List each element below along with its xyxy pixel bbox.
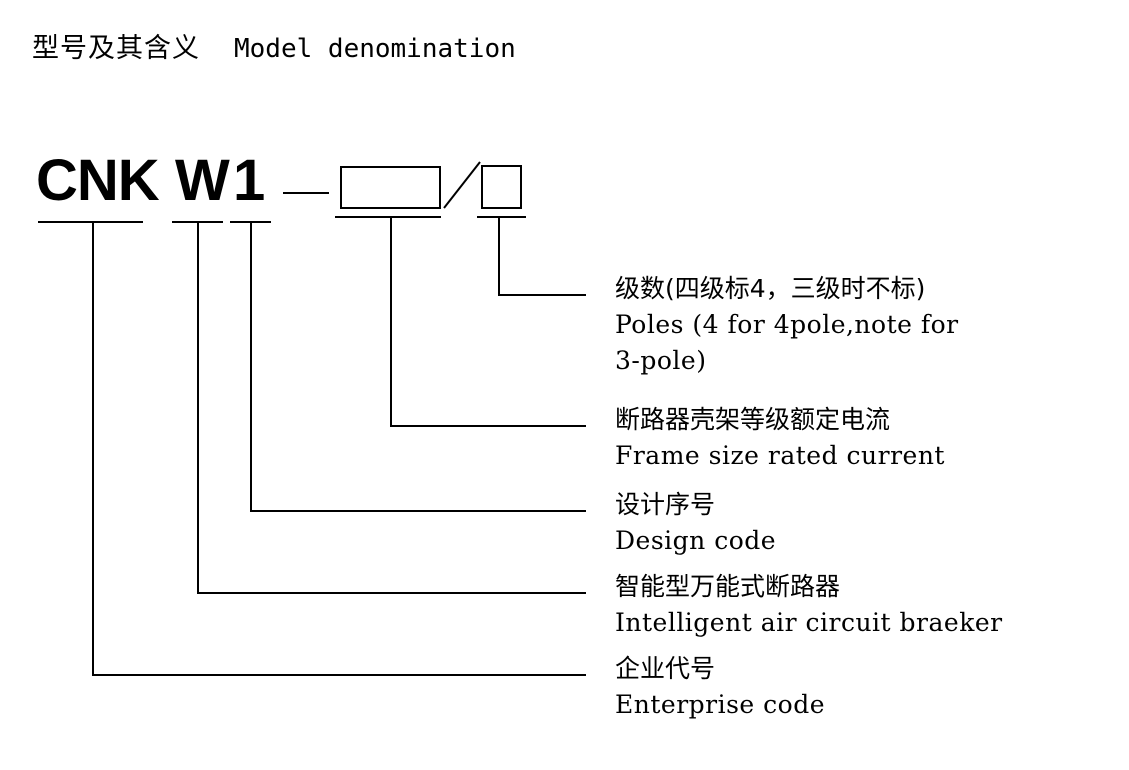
leader-horizontal-breaker-type bbox=[197, 592, 586, 594]
callout-breaker-type: 智能型万能式断路器 Intelligent air circuit braeke… bbox=[615, 569, 1003, 641]
callout-poles: 级数(四级标4，三级时不标) Poles (4 for 4pole,note f… bbox=[615, 271, 959, 379]
underline-enterprise bbox=[38, 221, 143, 223]
callout-poles-english-line-2: 3-pole) bbox=[615, 346, 707, 375]
frame-size-placeholder-box bbox=[340, 166, 441, 209]
leader-horizontal-design-code bbox=[250, 510, 586, 512]
slash-separator-icon bbox=[443, 161, 481, 209]
callout-frame-size-chinese: 断路器壳架等级额定电流 bbox=[615, 405, 891, 434]
callout-breaker-type-english: Intelligent air circuit braeker bbox=[615, 608, 1003, 637]
callout-enterprise-code: 企业代号 Enterprise code bbox=[615, 651, 825, 723]
underline-frame-size bbox=[335, 216, 441, 218]
leader-vertical-frame-size bbox=[390, 216, 392, 426]
callout-poles-chinese: 级数(四级标4，三级时不标) bbox=[615, 274, 926, 303]
model-code-enterprise: CNK bbox=[36, 148, 160, 213]
underline-poles bbox=[477, 216, 526, 218]
callout-frame-size: 断路器壳架等级额定电流 Frame size rated current bbox=[615, 402, 945, 474]
model-code-design: 1 bbox=[233, 148, 266, 213]
model-code-series: W bbox=[175, 148, 230, 213]
page-title: 型号及其含义 Model denomination bbox=[32, 26, 516, 65]
leader-vertical-design-code bbox=[250, 221, 252, 511]
callout-poles-english-line-1: Poles (4 for 4pole,note for bbox=[615, 310, 959, 339]
page-title-english: Model denomination bbox=[234, 34, 516, 64]
leader-horizontal-poles bbox=[498, 294, 586, 296]
leader-vertical-breaker-type bbox=[197, 221, 199, 593]
leader-vertical-poles bbox=[498, 216, 500, 295]
leader-horizontal-frame-size bbox=[390, 425, 586, 427]
callout-frame-size-english: Frame size rated current bbox=[615, 441, 945, 470]
callout-design-code-english: Design code bbox=[615, 526, 777, 555]
dash-separator bbox=[283, 192, 329, 194]
leader-vertical-enterprise-code bbox=[92, 221, 94, 675]
leader-horizontal-enterprise-code bbox=[92, 674, 586, 676]
callout-enterprise-code-english: Enterprise code bbox=[615, 690, 826, 719]
callout-enterprise-code-chinese: 企业代号 bbox=[615, 654, 716, 683]
page-title-chinese: 型号及其含义 bbox=[32, 33, 200, 64]
callout-design-code: 设计序号 Design code bbox=[615, 487, 776, 559]
poles-placeholder-box bbox=[481, 165, 522, 209]
callout-breaker-type-chinese: 智能型万能式断路器 bbox=[615, 572, 841, 601]
callout-design-code-chinese: 设计序号 bbox=[615, 490, 716, 519]
